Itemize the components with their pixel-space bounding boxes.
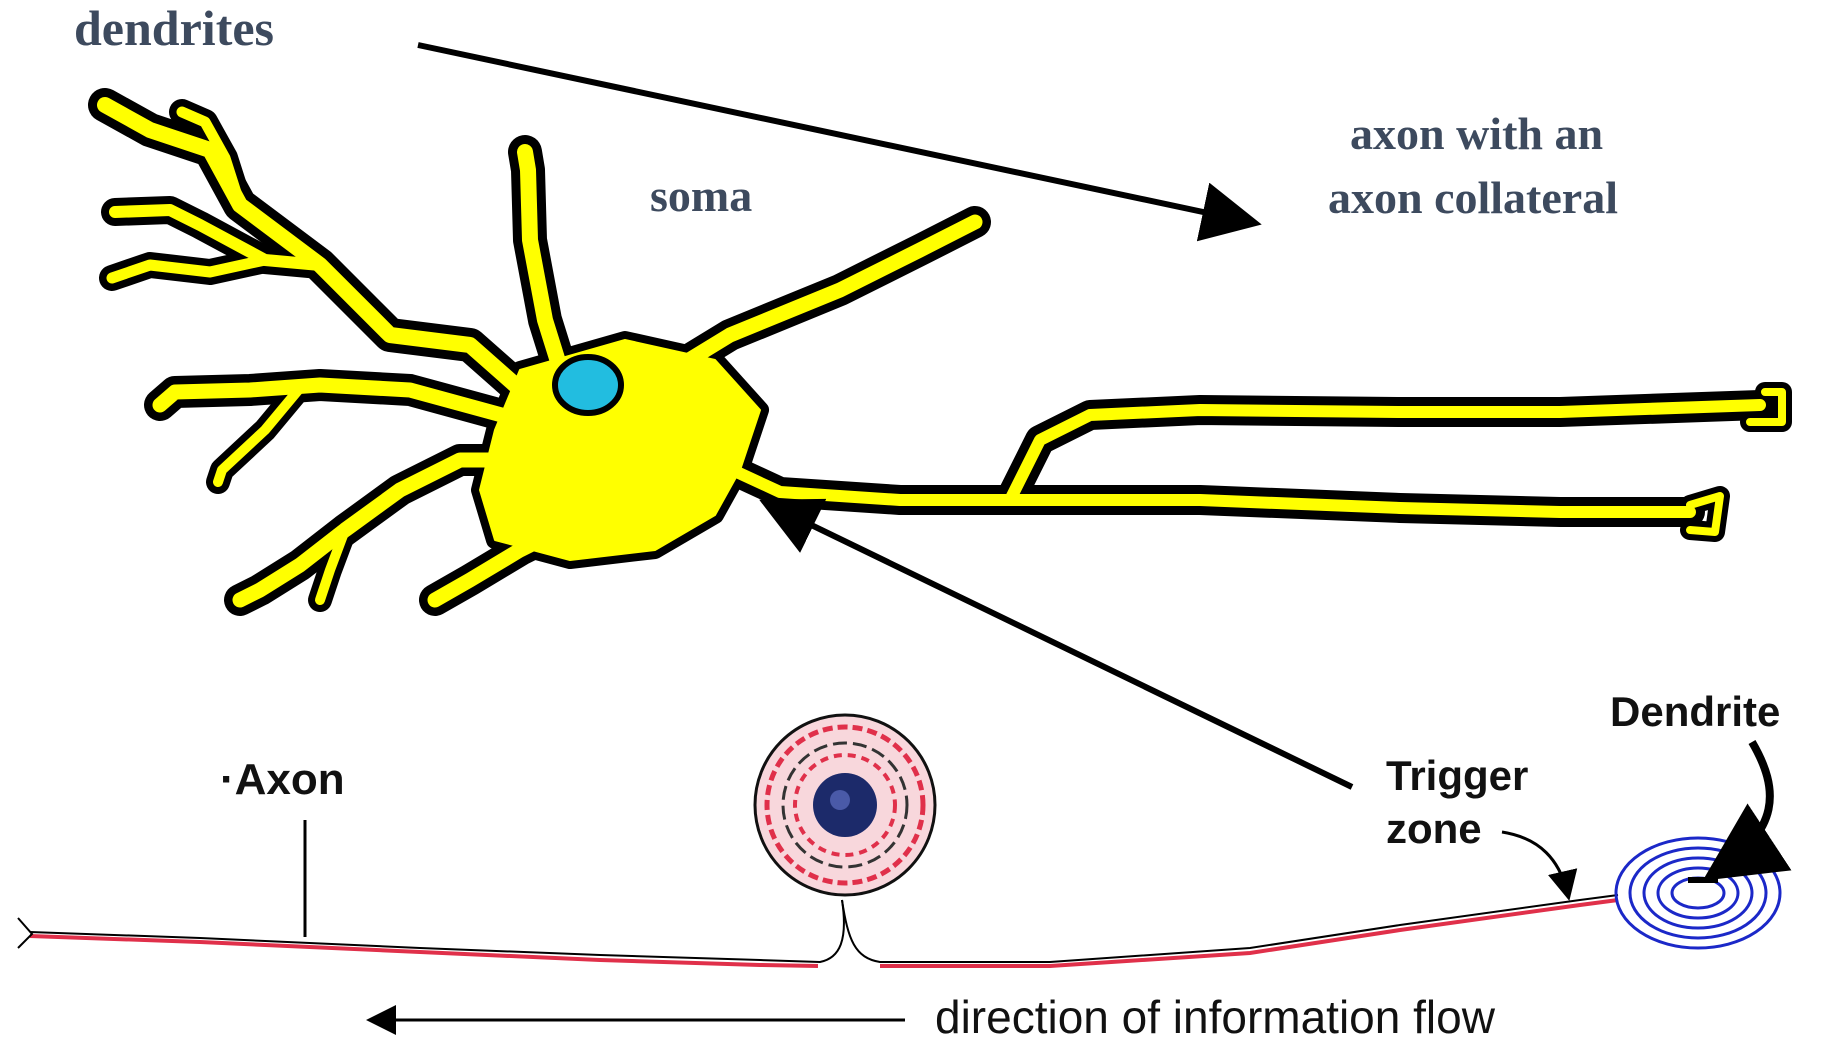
axon-collateral-label-line1: axon with an xyxy=(1350,108,1603,161)
information-flow-label: direction of information flow xyxy=(935,990,1495,1044)
axon-collateral-label-line2: axon collateral xyxy=(1328,172,1618,225)
axon-label-text: Axon xyxy=(235,755,345,804)
trigger-zone-label-line1: Trigger xyxy=(1386,752,1528,800)
dendrite-coil xyxy=(1616,838,1780,948)
nucleus xyxy=(555,357,621,413)
trigger-zone-pointer xyxy=(1502,832,1568,895)
axon-label: ·Axon xyxy=(220,755,345,805)
dendrite-label: Dendrite xyxy=(1610,688,1780,736)
dendrites-label: dendrites xyxy=(74,0,274,58)
soma-label: soma xyxy=(650,170,752,223)
trigger-zone-label-line2: zone xyxy=(1386,805,1482,853)
